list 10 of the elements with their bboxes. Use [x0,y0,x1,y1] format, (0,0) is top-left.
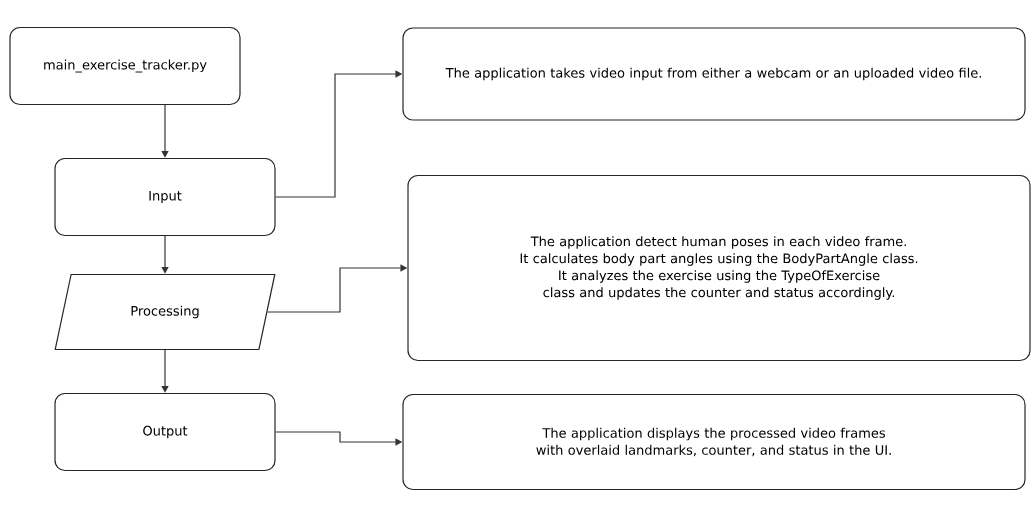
arrow [161,349,169,393]
data-parallelogram: Processing [54,273,276,351]
arrow [161,104,169,158]
description-box: The application displays the processed video frames with overlaid landmarks, counter, and status in the UI. [402,393,1026,491]
process-box: main_exercise_tracker.py [9,26,241,106]
process-box: Input [54,157,276,237]
description-box: The application takes video input from either a webcam or an uploaded video file. [402,27,1026,121]
description-box: The application detect human poses in each video frame. It calculates body part angles using the BodyPartAngle class. It analyzes the exercise using the TypeOfExercise class and updates the counter and status accordingly. [407,174,1031,362]
arrow [161,235,169,274]
process-box: Output [54,392,276,472]
